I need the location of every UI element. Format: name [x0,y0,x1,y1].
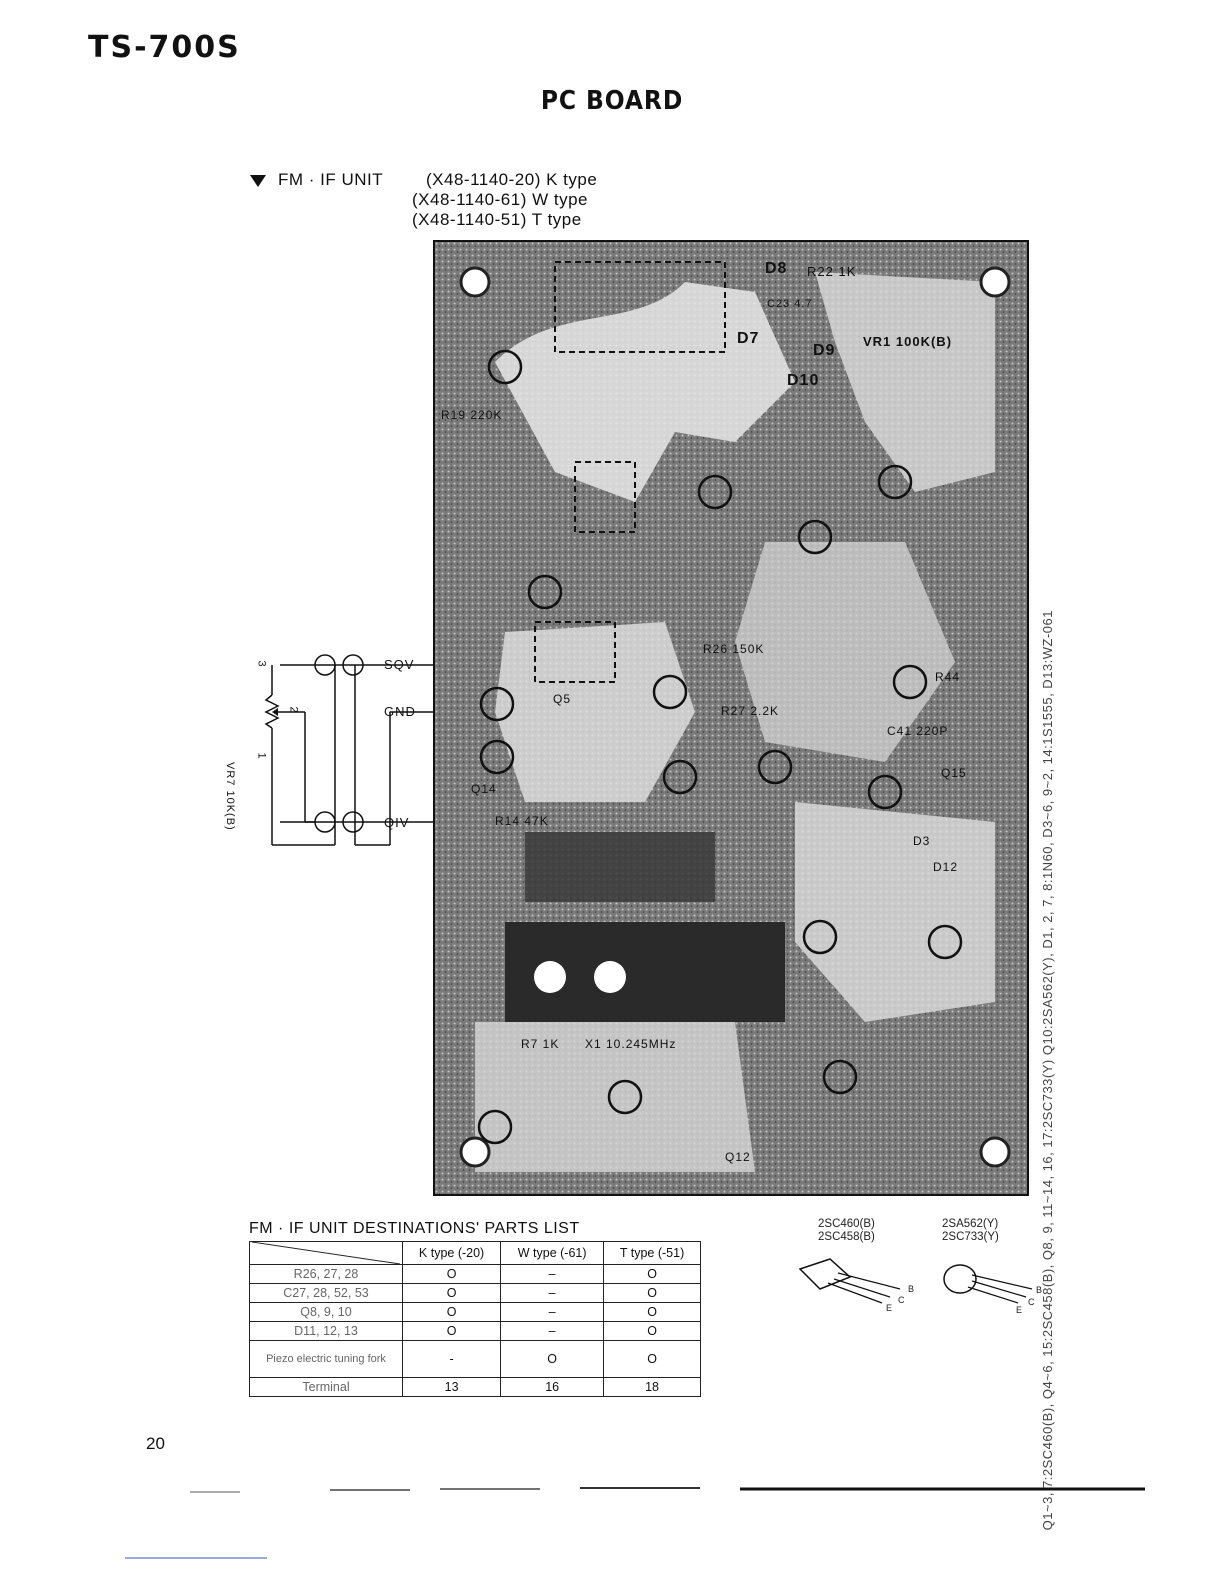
label-r27: R27 2.2K [721,704,780,718]
label-r44: C41 220P [887,724,949,738]
pin-label-1: 1 [255,752,268,760]
unit-name: FM · IF UNIT [278,170,384,189]
row-item: R26, 27, 28 [249,1264,403,1284]
page-title: PC BOARD [540,86,684,116]
label-d9: D9 [813,342,836,359]
table-row: D11, 12, 13 O – O [249,1321,701,1341]
unit-variant-k: (X48-1140-20) K type [426,170,598,189]
pin-b-label: B [908,1284,915,1294]
transistor-type: 2SC458(B) [818,1231,875,1243]
pin-label-3: 3 [255,660,268,668]
parts-list-title: FM · IF UNIT DESTINATIONS' PARTS LIST [249,1220,580,1237]
unit-variant-w: (X48-1140-61) W type [412,190,588,209]
row-item: Piezo electric tuning fork [249,1340,403,1378]
table-row: Terminal 13 16 18 [249,1377,701,1397]
label-r14: Q14 [471,782,497,796]
col-w-type: W type (-61) [500,1241,605,1265]
scan-edge-marks [190,1487,1145,1493]
cell-t: 18 [603,1377,701,1397]
label-d10: D10 [787,372,820,389]
row-item: D11, 12, 13 [249,1321,403,1341]
label-vr1: VR1 100K(B) [863,334,953,349]
unit-variant-t: (X48-1140-51) T type [412,210,582,229]
pin-e-label: E [1016,1305,1023,1315]
cell-t: O [603,1340,701,1378]
label-d7: D7 [737,330,760,347]
unit-heading: FM · IF UNIT (X48-1140-20) K type (X48-11… [250,170,597,230]
label-r15: Q5 [553,692,572,706]
transistor-type: 2SA562(Y) [942,1218,999,1230]
page-number: 20 [146,1434,165,1453]
cell-k: O [401,1283,502,1303]
cell-k: - [401,1340,502,1378]
label-r13: R14 47K [495,814,549,828]
pin-c-label: C [1028,1297,1035,1307]
label-d8: D8 [765,260,788,277]
col-k-type: K type (-20) [401,1241,502,1265]
label-c23: C23 4.7 [767,298,813,310]
external-circuit-diagram [264,654,433,846]
label-vr2: Q12 [725,1150,751,1164]
model-number: TS-700S [88,30,241,65]
table-row: R26, 27, 28 O – O [249,1264,701,1284]
cell-k: O [401,1264,502,1284]
label-r22: R22 1K [807,264,857,279]
row-item: Terminal [249,1377,403,1397]
table-row: Q8, 9, 10 O – O [249,1302,701,1322]
transistor-round-package-icon [943,1264,1033,1304]
cell-w: – [500,1302,605,1322]
cell-k: 13 [401,1377,502,1397]
corner-cell [249,1241,403,1265]
transistor-flat-package-icon [798,1258,901,1304]
table-row: Piezo electric tuning fork - O O [249,1340,701,1378]
label-r34: X1 10.245MHz [585,1037,677,1051]
pin-b-label: B [1036,1285,1043,1295]
row-item: Q8, 9, 10 [249,1302,403,1322]
pc-board-traces [435,242,1027,1194]
vr7-label: VR7 10K(B) [224,762,236,831]
label-r46: R44 [935,670,961,684]
cell-k: O [401,1321,502,1341]
cell-w: – [500,1283,605,1303]
row-item: C27, 28, 52, 53 [249,1283,403,1303]
transistor-diode-note: Q1~3, 7:2SC460(B), Q4~6, 15:2SC458(B), Q… [1040,610,1055,1531]
terminal-sqv: SQV [384,657,415,672]
label-r33: R7 1K [521,1037,560,1051]
transistor-types-right: 2SA562(Y) 2SC733(Y) [942,1218,999,1244]
pc-board-image: D8 R22 1K C23 4.7 VR1 100K(B) D7 D9 D10 … [433,240,1029,1196]
col-t-type: T type (-51) [603,1241,701,1265]
cell-t: O [603,1264,701,1284]
cell-w: 16 [500,1377,605,1397]
corner-diagonal [252,1242,400,1264]
cell-t: O [603,1283,701,1303]
triangle-bullet-icon [250,174,266,187]
cell-w: O [500,1340,605,1378]
transistor-type: 2SC733(Y) [942,1231,999,1243]
scan-blue-line [125,1557,267,1559]
pin-label-2: 2 [287,706,300,714]
label-r19: R19 220K [441,408,503,422]
label-c26: D3 [913,834,931,848]
cell-w: – [500,1321,605,1341]
cell-t: O [603,1321,701,1341]
cell-t: O [603,1302,701,1322]
table-header-row: K type (-20) W type (-61) T type (-51) [249,1241,701,1265]
label-r26: R26 150K [703,642,765,656]
terminal-gnd: GND [384,704,416,719]
parts-list-table: K type (-20) W type (-61) T type (-51) R… [249,1241,701,1397]
cell-k: O [401,1302,502,1322]
table-row: C27, 28, 52, 53 O – O [249,1283,701,1303]
transistor-type: 2SC460(B) [818,1218,875,1230]
label-c1: D12 [933,860,959,874]
cell-w: – [500,1264,605,1284]
pin-e-label: E [886,1303,893,1313]
terminal-qiv: QIV [384,815,410,830]
label-r42: Q15 [941,766,967,780]
transistor-types-left: 2SC460(B) 2SC458(B) [818,1218,875,1244]
pin-c-label: C [898,1295,905,1305]
